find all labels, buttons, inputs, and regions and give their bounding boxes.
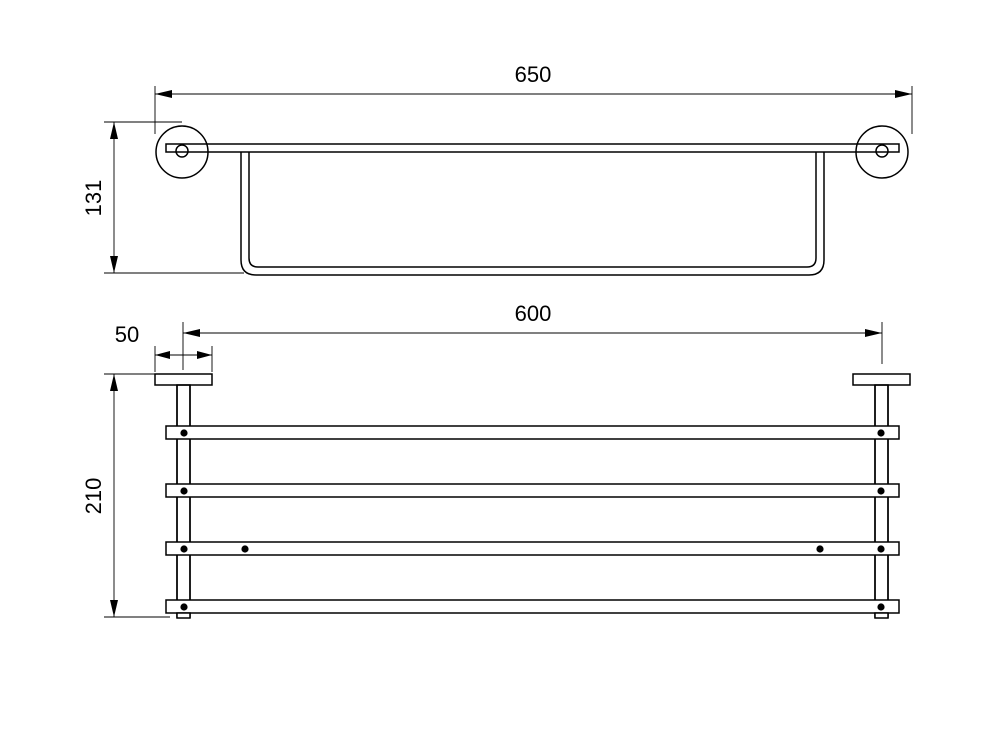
screws (180, 429, 885, 611)
bar-1 (165, 425, 900, 440)
bar-4 (165, 599, 900, 614)
dimension-label-overall-width: 650 (515, 62, 552, 87)
right-rosette-pin (875, 144, 889, 158)
dimension-overall-width: 650 (154, 62, 913, 134)
screw-icon (180, 429, 188, 437)
screw-icon (180, 603, 188, 611)
dimension-label-bracket-spacing: 600 (515, 301, 552, 326)
front-view: 600 50 210 (81, 301, 911, 619)
horizontal-bars (165, 425, 900, 614)
screw-icon (877, 429, 885, 437)
screw-icon (877, 603, 885, 611)
dimension-label-depth: 131 (81, 180, 106, 217)
screw-icon (877, 487, 885, 495)
dimension-height: 210 (81, 373, 170, 618)
shelf-top-bar (165, 143, 900, 153)
right-post (874, 384, 889, 618)
bar-2 (165, 483, 900, 498)
screw-icon (241, 545, 249, 553)
left-rosette-pin (175, 144, 189, 158)
dimension-label-height: 210 (81, 478, 106, 515)
top-view: 650 131 (81, 62, 913, 276)
left-post (176, 384, 191, 618)
dimension-depth: 131 (81, 121, 244, 274)
screw-icon (877, 545, 885, 553)
screw-icon (180, 545, 188, 553)
right-wall-plate (852, 373, 911, 386)
towel-rail-inner (248, 152, 817, 268)
dimension-bracket-width: 50 (115, 322, 213, 372)
towel-rail-outer (240, 152, 825, 276)
bar-3 (165, 541, 900, 556)
screw-icon (180, 487, 188, 495)
dimension-bracket-spacing: 600 (182, 301, 883, 370)
dimension-label-bracket-width: 50 (115, 322, 139, 347)
post-segments (176, 385, 889, 619)
screw-icon (816, 545, 824, 553)
left-wall-plate (154, 373, 213, 386)
